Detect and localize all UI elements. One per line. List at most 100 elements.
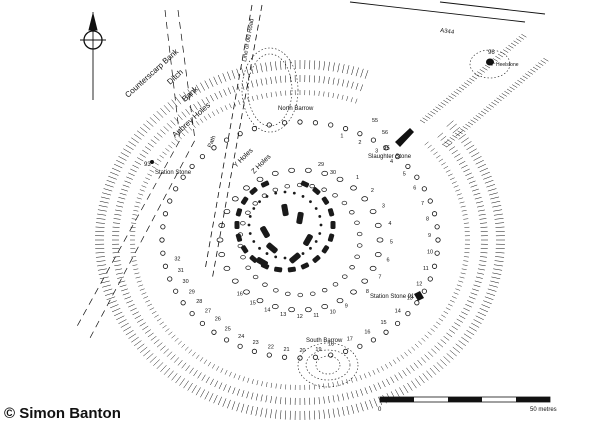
hatch-mark [160, 365, 167, 372]
hatch-mark [337, 63, 340, 73]
hatch-mark [332, 77, 335, 85]
y-hole-number-label: 11 [313, 313, 319, 319]
hatch-mark [381, 380, 386, 388]
hatch-mark [200, 389, 205, 398]
aubrey-hole [251, 348, 258, 354]
avenue-hatch [458, 86, 465, 91]
hatch-mark [147, 173, 153, 177]
hatch-mark [479, 218, 487, 220]
aubrey-hole [162, 263, 169, 269]
aubrey-hole [383, 145, 389, 151]
avenue-hatch [530, 68, 536, 73]
hatch-mark [112, 226, 120, 228]
hatch-mark [265, 395, 268, 403]
hatch-mark [364, 70, 369, 79]
aubrey-number-label: 27 [205, 308, 211, 314]
y-hole [271, 170, 279, 176]
hatch-mark [346, 379, 349, 384]
hatch-mark [140, 127, 148, 134]
hatch-mark [118, 319, 127, 324]
sarsen-stone [249, 255, 258, 263]
hatch-mark [207, 361, 211, 367]
hatch-mark [413, 362, 419, 369]
hatch-mark [181, 132, 186, 137]
hatch-mark [455, 343, 464, 350]
hatch-mark [192, 352, 196, 357]
hatch-mark [195, 84, 201, 93]
z-hole [342, 274, 348, 279]
hatch-mark [238, 375, 241, 380]
hatch-mark [220, 368, 224, 373]
aubrey-hole [211, 145, 217, 151]
aubrey-hole [394, 320, 401, 327]
hatch-mark [120, 322, 129, 328]
hatch-mark [364, 401, 369, 410]
hatch-mark [147, 142, 154, 148]
aubrey-hole [427, 276, 433, 282]
aubrey-number-label: 56 [382, 130, 388, 136]
y-hole-number-label: 5 [390, 239, 393, 245]
hatch-mark [187, 89, 193, 98]
avenue-hatch [432, 108, 439, 113]
avenue-hatch [522, 75, 528, 80]
hatch-mark [98, 205, 108, 208]
hatch-mark [255, 393, 258, 401]
hatch-mark [204, 80, 210, 89]
hatch-mark [131, 137, 139, 144]
y-hole-number-label: 13 [280, 312, 286, 318]
hatch-mark [132, 214, 138, 216]
aubrey-hole [180, 300, 186, 306]
hatch-mark [134, 272, 140, 275]
avenue-hatch [540, 60, 546, 64]
hatch-mark [137, 157, 144, 162]
avenue-hatch [453, 91, 459, 95]
hatch-mark [99, 276, 109, 280]
aubrey-hole [281, 120, 288, 126]
aubrey-number-label: 20 [299, 348, 305, 354]
avenue-hatch [525, 73, 531, 77]
hatch-mark [477, 311, 487, 317]
hatch-mark [355, 403, 359, 413]
hatch-mark [128, 333, 137, 339]
z-hole [332, 282, 339, 287]
hatch-mark [455, 130, 464, 137]
hatch-mark [468, 326, 477, 332]
hatch-mark [141, 292, 147, 295]
south-barrow-label: South Barrow [306, 338, 343, 344]
hatch-mark [189, 367, 194, 374]
north-barrow-label: North Barrow [278, 106, 314, 112]
avenue-hatch [457, 130, 463, 135]
hatch-mark [491, 200, 501, 204]
y-hole [369, 208, 377, 215]
hatch-mark [121, 188, 128, 192]
hatch-mark [165, 328, 170, 332]
hatch-mark [106, 296, 116, 300]
hatch-mark [212, 111, 215, 116]
y-holes-label: Y Holes [232, 147, 255, 170]
slaughter-stone-number: 95 [383, 146, 390, 152]
aubrey-hole [405, 163, 411, 170]
hatch-mark [438, 158, 444, 162]
hatch-mark [346, 96, 349, 101]
hatch-mark [280, 75, 282, 83]
hatch-mark [360, 388, 363, 396]
sarsen-stone [321, 196, 330, 205]
hole-number-labels: 1234567891011121314151617181920212223242… [174, 118, 433, 354]
avenue-hatch [448, 95, 454, 100]
hatch-mark [100, 280, 110, 284]
bluestone [252, 240, 256, 243]
z-hole [245, 265, 251, 270]
hatch-mark [437, 342, 444, 348]
hatch-mark [196, 121, 200, 126]
hatch-mark [193, 103, 198, 110]
hatch-mark [246, 391, 249, 399]
hatch-mark [475, 201, 483, 204]
hatch-mark [223, 384, 227, 391]
hatch-mark [192, 123, 196, 128]
hatch-mark [166, 351, 173, 357]
hatch-mark [468, 296, 476, 300]
aubrey-hole [159, 237, 165, 243]
hatch-mark [446, 142, 453, 148]
hatch-mark [236, 68, 240, 78]
